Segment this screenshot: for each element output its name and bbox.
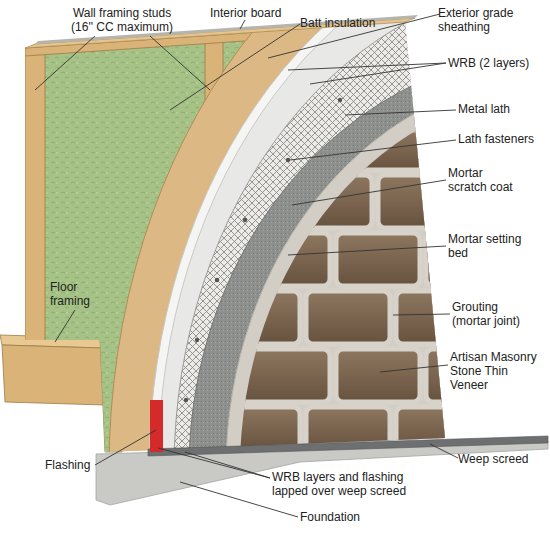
part-label: Wall framing studs (16'' CC maximum) [62, 6, 182, 34]
part-label: Exterior grade sheathing [438, 6, 538, 34]
stone [378, 175, 450, 228]
part-label: Artisan Masonry Stone Thin Veneer [450, 350, 549, 392]
stone [225, 407, 300, 450]
part-label: Mortar scratch coat [448, 166, 523, 194]
part-label: Mortar setting bed [448, 232, 523, 260]
leader-line [95, 430, 156, 465]
leader-line [170, 24, 300, 110]
leader-line [158, 448, 270, 478]
part-label: WRB (2 layers) [448, 56, 529, 70]
fastener [243, 218, 247, 222]
leader-line [292, 180, 446, 205]
lath-fasteners [184, 98, 342, 402]
part-label: Batt insulation [300, 16, 375, 30]
stone [240, 349, 330, 402]
stone [336, 233, 420, 286]
leader-line [35, 36, 95, 90]
part-label: Metal lath [458, 102, 510, 116]
floor-joist [2, 345, 105, 405]
stone [336, 349, 420, 402]
flashing [150, 400, 163, 452]
leader-line [393, 314, 450, 315]
leader-line [380, 365, 448, 372]
leader-lines [35, 14, 458, 517]
fastener [286, 158, 290, 162]
part-label: Foundation [300, 510, 360, 524]
part-label: Flashing [45, 458, 90, 472]
leader-line [55, 310, 75, 342]
leader-line [430, 444, 458, 458]
fastener [215, 278, 219, 282]
scratch-coat [189, 51, 550, 557]
stone [250, 233, 330, 286]
part-label: WRB layers and flashing lapped over weep… [272, 470, 422, 498]
part-label: Floor framing [50, 280, 100, 308]
part-label: Interior board [210, 6, 281, 20]
leader-line [310, 63, 446, 84]
wall-stud [25, 50, 45, 345]
leader-line [150, 36, 210, 90]
leader-line [290, 140, 456, 160]
leader-line [345, 110, 456, 115]
setting-bed [226, 74, 550, 557]
part-label: Lath fasteners [458, 132, 534, 146]
leader-line [240, 20, 245, 29]
leader-line [185, 452, 270, 478]
part-label: Grouting (mortar joint) [452, 300, 534, 328]
leader-line [288, 246, 446, 255]
fastener [195, 338, 199, 342]
part-label: Weep screed [458, 452, 528, 466]
leader-line [268, 14, 440, 58]
fastener [184, 398, 188, 402]
stone [306, 291, 390, 344]
stone [225, 291, 300, 344]
fastener [338, 98, 342, 102]
